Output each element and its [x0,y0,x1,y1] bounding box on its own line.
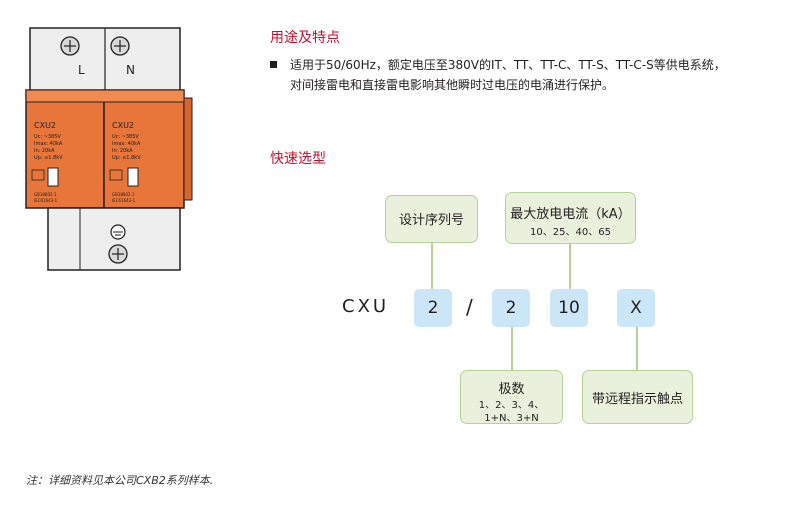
svg-text:IEC61643-1: IEC61643-1 [34,198,58,203]
usage-section-title: 用途及特点 [270,30,340,46]
footer-note: 注：详细资料见本公司CXB2系列样本. [26,474,214,487]
terminal-label-n: N [126,63,135,77]
selection-section-title: 快速选型 [270,151,326,167]
remote-indicator-label: 带远程指示触点 [591,392,683,407]
poles-values-line2: 1+N、3+N [484,413,539,424]
svg-text:CXU2: CXU2 [34,121,56,130]
svg-text:Up: ≤1.8kV: Up: ≤1.8kV [34,155,63,161]
terminal-label-l: L [78,63,85,77]
surge-module-1 [25,89,105,209]
code-box-poles: 2 [492,289,530,327]
max-discharge-current-values: 10、25、40、65 [530,227,611,238]
series-number-label: 设计序列号 [398,213,464,228]
svg-text:CXU2: CXU2 [112,121,134,130]
product-image: L N CXU2 Uc: ~385V Imax: 40kA In: 20kA U… [25,27,193,271]
svg-text:In: 20kA: In: 20kA [34,148,55,154]
remote-indicator-box: 带远程指示触点 [582,370,693,424]
svg-text:Imax: 40kA: Imax: 40kA [34,141,63,147]
svg-text:Uc: ~385V: Uc: ~385V [112,134,139,140]
svg-text:IEC61643-1: IEC61643-1 [112,198,136,203]
svg-text:Uc: ~385V: Uc: ~385V [34,134,61,140]
connector-line [569,244,571,291]
connector-line [636,327,638,372]
code-box-series: 2 [414,289,452,327]
connector-line [511,327,513,372]
usage-description-line2: 对间接雷电和直接雷电影响其他瞬时过电压的电涌进行保护。 [290,78,615,92]
code-box-remote: X [617,289,655,327]
svg-text:In: 20kA: In: 20kA [112,148,133,154]
max-discharge-current-box: 最大放电电流（kA） 10、25、40、65 [505,192,636,244]
connector-line [431,243,433,291]
svg-text:Up: ≤1.8kV: Up: ≤1.8kV [112,155,141,161]
poles-values-line1: 1、2、3、4、 [478,400,545,411]
svg-text:GB18802.1: GB18802.1 [34,192,57,197]
series-number-box: 设计序列号 [385,195,478,243]
poles-box: 极数 1、2、3、4、 1+N、3+N [460,370,563,424]
usage-description-line1: 适用于50/60Hz，额定电压至380V的IT、TT、TT-C、TT-S、TT-… [290,58,726,72]
model-prefix: CXU [342,296,390,317]
poles-label: 极数 [498,382,525,397]
code-box-current: 10 [550,289,588,327]
code-separator: / [466,295,473,319]
svg-text:Imax: 40kA: Imax: 40kA [112,141,141,147]
svg-text:GB18802.1: GB18802.1 [112,192,135,197]
bullet-icon [270,61,277,68]
max-discharge-current-label: 最大放电电流（kA） [510,207,631,222]
